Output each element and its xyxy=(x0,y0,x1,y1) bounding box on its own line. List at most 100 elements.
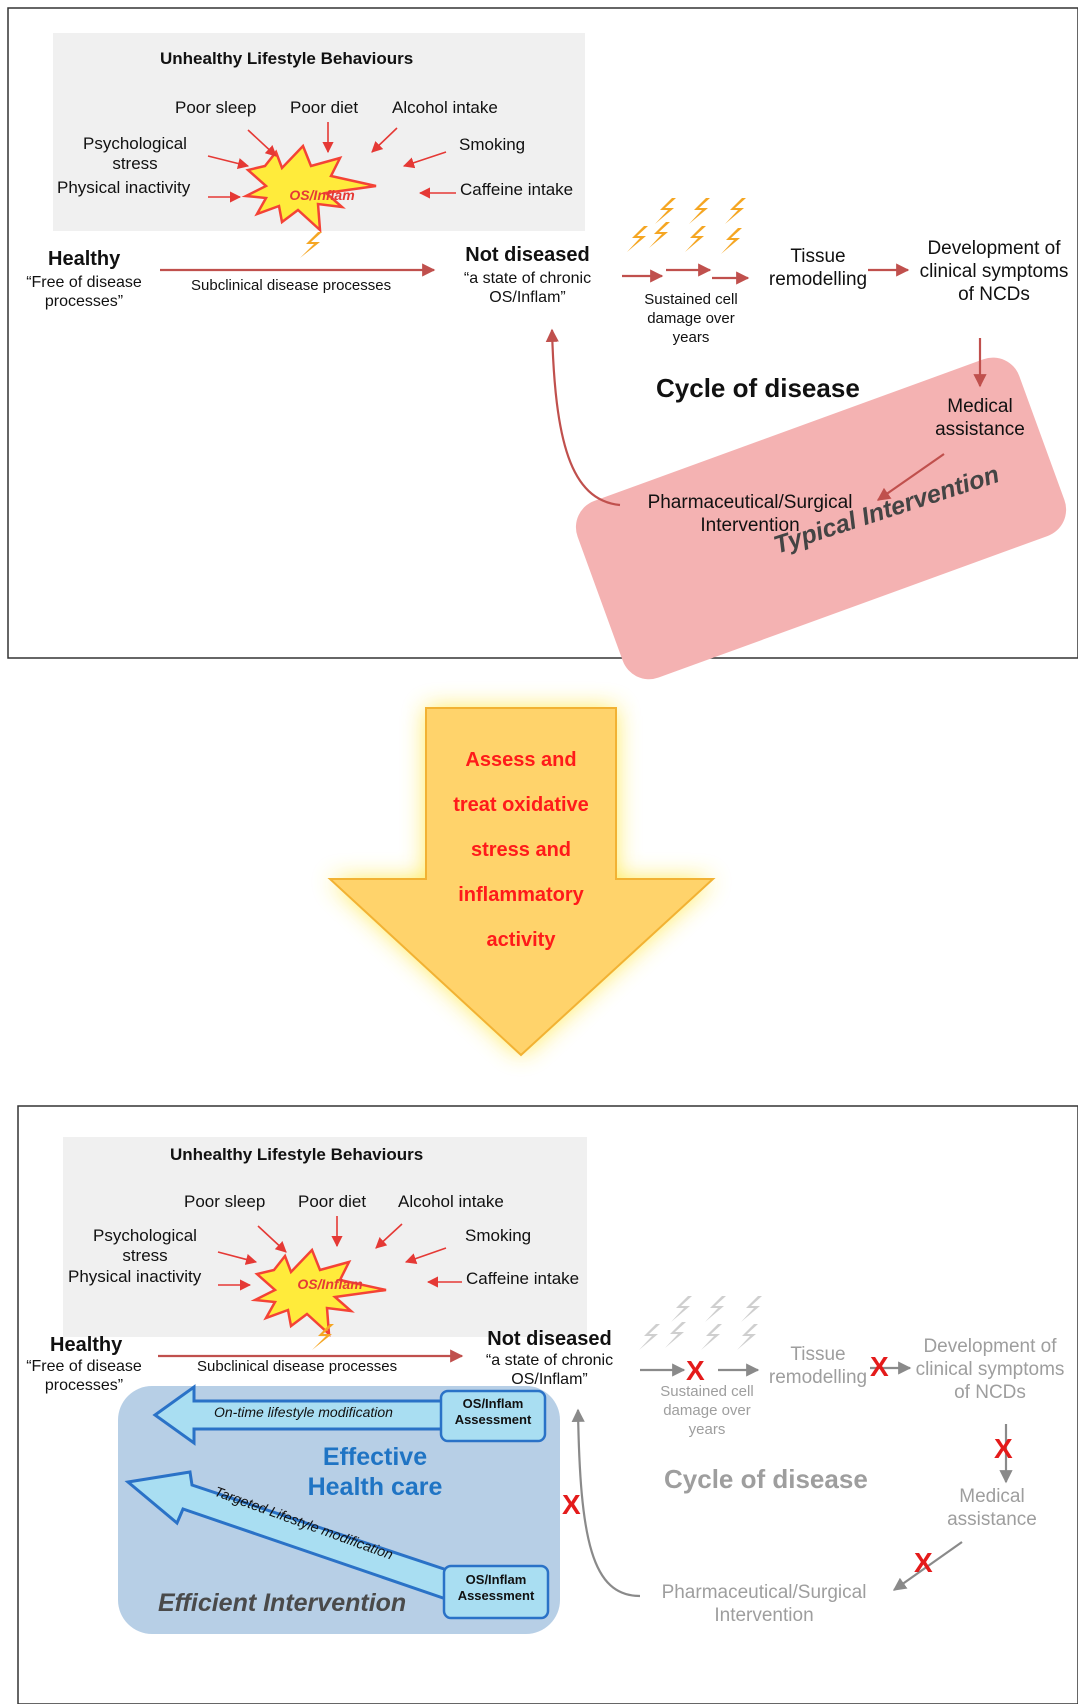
label-alcohol: Alcohol intake xyxy=(398,1192,504,1211)
label-caffeine: Caffeine intake xyxy=(466,1269,580,1288)
assess1-line2: Assessment xyxy=(454,1411,532,1427)
label-tissue: Tissue remodelling xyxy=(756,1344,880,1390)
label-development: Development of clinical symptoms of NCDs xyxy=(904,238,1078,306)
nd-sub-line2: OS/Inflam” xyxy=(489,289,566,307)
os-inflam-burst-top xyxy=(241,143,377,234)
assess-line1: Assess and xyxy=(465,749,577,771)
assess-arrow xyxy=(327,707,716,1057)
label-sustained: Sustained cell damage over years xyxy=(638,1383,776,1439)
effective-line2: Health care xyxy=(307,1473,443,1501)
arrow-alcohol xyxy=(375,1223,403,1249)
typical-intervention-box xyxy=(575,357,1067,680)
label-subclinical: Subclinical disease processes xyxy=(191,277,392,294)
assess-line3: stress and xyxy=(470,839,572,861)
pharma-line2: Intervention xyxy=(700,514,800,536)
assessment-box-2 xyxy=(442,1564,550,1620)
tissue-line1: Tissue xyxy=(790,246,846,267)
assess2-line1: OS/Inflam xyxy=(465,1572,527,1587)
tissue-line2: remodelling xyxy=(768,1366,868,1388)
label-psych-line2: stress xyxy=(122,1246,168,1266)
healthy-sub-line2: processes” xyxy=(44,293,124,311)
assess2-line2: Assessment xyxy=(457,1587,535,1603)
tissue-line2: remodelling xyxy=(768,268,868,290)
x-mark-tissue-dev: X xyxy=(870,1351,889,1382)
label-psych-line2: stress xyxy=(112,154,158,174)
lifestyle-title: Unhealthy Lifestyle Behaviours xyxy=(170,1145,424,1164)
label-not-diseased-sub: “a state of chronic OS/Inflam” xyxy=(462,1351,637,1389)
medical-line1: Medical xyxy=(947,396,1013,417)
arrow-smoking xyxy=(404,1247,447,1264)
label-not-diseased-sub: “a state of chronic OS/Inflam” xyxy=(440,269,615,307)
assessment-label-1: OS/Inflam Assessment xyxy=(441,1396,545,1427)
label-tissue: Tissue remodelling xyxy=(756,246,880,292)
assessment-label-2: OS/Inflam Assessment xyxy=(444,1572,548,1603)
label-medical: Medical assistance xyxy=(920,396,1040,442)
label-efficient-intervention: Efficient Intervention xyxy=(158,1589,407,1617)
label-effective-health-care: Effective Health care xyxy=(290,1442,460,1502)
nd-sub-line1: “a state of chronic xyxy=(485,1352,614,1369)
x-mark-damage: X xyxy=(686,1355,705,1386)
effective-line1: Effective xyxy=(322,1443,428,1471)
targeted-arrow xyxy=(124,1470,458,1601)
label-healthy: Healthy xyxy=(48,248,121,270)
label-cycle-of-disease: Cycle of disease xyxy=(656,373,860,403)
sustained-line3: years xyxy=(688,1420,726,1438)
lifestyle-title: Unhealthy Lifestyle Behaviours xyxy=(160,49,414,68)
label-psych-line1: Psychological xyxy=(83,134,187,153)
pharma-line1: Pharmaceutical/Surgical xyxy=(661,1582,867,1603)
label-poor-sleep: Poor sleep xyxy=(184,1192,266,1211)
arrow-medical-pharma xyxy=(876,453,945,501)
label-psych: Psychological stress xyxy=(70,134,200,175)
nd-sub-line1: “a state of chronic xyxy=(463,270,592,287)
label-medical: Medical assistance xyxy=(932,1486,1052,1532)
label-healthy-sub: “Free of disease processes” xyxy=(14,1357,154,1395)
sustained-line1: Sustained cell xyxy=(644,291,738,308)
assess-arrow-text: Assess and treat oxidative stress and in… xyxy=(426,738,616,963)
arrow-alcohol xyxy=(371,127,398,153)
sustained-line2: damage over xyxy=(663,1401,751,1419)
label-physical: Physical inactivity xyxy=(68,1267,202,1286)
x-mark-dev-medical: X xyxy=(994,1433,1013,1464)
medical-line2: assistance xyxy=(935,418,1025,440)
arrow-smoking xyxy=(402,151,447,169)
dev-line1: Development of xyxy=(923,1336,1057,1357)
ontime-arrow xyxy=(152,1384,444,1446)
dev-line2: clinical symptoms xyxy=(915,1358,1065,1380)
pharma-line2: Intervention xyxy=(714,1604,814,1626)
label-subclinical: Subclinical disease processes xyxy=(197,1358,398,1375)
label-pharma: Pharmaceutical/Surgical Intervention xyxy=(620,492,880,538)
label-smoking: Smoking xyxy=(459,135,526,154)
assess1-line1: OS/Inflam xyxy=(462,1396,524,1411)
arrow-psych xyxy=(207,155,250,169)
assess-line4: inflammatory xyxy=(458,884,584,906)
label-development: Development of clinical symptoms of NCDs xyxy=(902,1336,1078,1404)
label-smoking: Smoking xyxy=(465,1226,532,1245)
label-poor-diet: Poor diet xyxy=(290,98,359,117)
label-poor-sleep: Poor sleep xyxy=(175,98,257,117)
arrow-pharma-notdiseased xyxy=(545,328,621,507)
dev-line3: of NCDs xyxy=(958,283,1030,305)
label-not-diseased: Not diseased xyxy=(487,1328,612,1350)
dev-line3: of NCDs xyxy=(954,1381,1026,1403)
arrow-psych xyxy=(217,1251,258,1265)
healthy-sub-line2: processes” xyxy=(44,1377,124,1395)
burst-label: OS/Inflam xyxy=(289,187,355,203)
x-mark-pharma-loop: X xyxy=(562,1489,581,1520)
assess-line5: activity xyxy=(486,929,556,951)
sustained-line3: years xyxy=(672,328,710,346)
label-psych-line1: Psychological xyxy=(93,1226,197,1245)
os-inflam-burst-bottom xyxy=(250,1247,387,1338)
medical-line1: Medical xyxy=(959,1486,1025,1507)
arrow-medical-pharma xyxy=(892,1541,963,1591)
label-physical: Physical inactivity xyxy=(57,178,191,197)
tissue-line1: Tissue xyxy=(790,1344,846,1365)
lightning-cluster-grey xyxy=(639,1296,762,1350)
pharma-line1: Pharmaceutical/Surgical xyxy=(647,492,853,513)
dev-line2: clinical symptoms xyxy=(919,260,1069,282)
label-poor-diet: Poor diet xyxy=(298,1192,367,1211)
healthy-sub-line1: “Free of disease xyxy=(26,274,142,291)
label-sustained: Sustained cell damage over years xyxy=(622,291,760,347)
nd-sub-line2: OS/Inflam” xyxy=(511,1371,588,1389)
assess-line2: treat oxidative xyxy=(453,794,589,816)
burst-label: OS/Inflam xyxy=(297,1276,363,1292)
